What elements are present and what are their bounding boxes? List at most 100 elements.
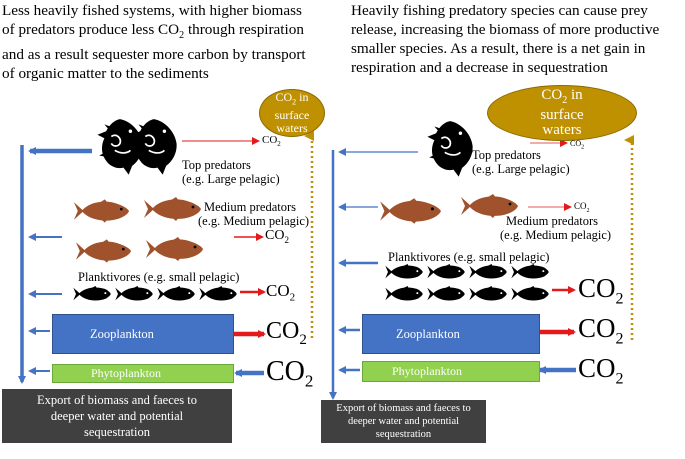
large-pelagic-fish-icon — [426, 120, 474, 178]
co2-subscript: 2 — [299, 331, 307, 348]
co2-subscript: 2 — [586, 207, 590, 214]
large-pelagic-fish-icon — [96, 118, 144, 176]
left-top-predators-label: Top predators (e.g. Large pelagic) — [182, 158, 280, 186]
label-line: Top predators — [182, 158, 251, 172]
export-line: deeper water and potential — [50, 409, 184, 423]
ellipse-text: CO — [275, 90, 293, 105]
small-pelagic-fish-icon — [385, 264, 423, 279]
left-medium-predators-label: Medium predators (e.g. Medium pelagic) — [198, 200, 309, 228]
co2-text: CO — [265, 228, 285, 243]
co2-subscript: 2 — [581, 144, 585, 151]
co2-subscript: 2 — [615, 370, 624, 388]
left-caption-line: of organic matter to the sediments — [2, 65, 209, 83]
small-pelagic-fish-icon — [199, 286, 237, 301]
small-pelagic-fish-icon — [73, 286, 111, 301]
right-co2-surface-waters-ellipse: CO2 in surface waters — [487, 85, 637, 141]
ellipse-text: waters — [276, 120, 308, 135]
co2-text: CO — [574, 201, 587, 211]
co2-subscript: 2 — [284, 234, 289, 245]
left-planktivore-co2-label: CO2 — [266, 281, 295, 303]
ellipse-text: surface — [274, 107, 310, 122]
co2-subscript: 2 — [615, 330, 624, 348]
ellipse-text: surface — [540, 107, 584, 123]
right-planktivore-co2-label: CO2 — [578, 273, 624, 308]
phytoplankton-label: Phytoplankton — [90, 366, 161, 380]
label-line: (e.g. Large pelagic) — [182, 172, 280, 186]
left-zooplankton-co2-label: CO2 — [266, 318, 307, 349]
co2-subscript: 2 — [277, 140, 281, 149]
small-pelagic-fish-icon — [157, 286, 195, 301]
small-pelagic-fish-icon — [469, 286, 507, 301]
export-text: Export of biomass and faeces to deeper w… — [37, 392, 197, 440]
co2-text: CO — [266, 356, 305, 387]
ellipse-label: CO2 in surface waters — [540, 88, 583, 138]
left-planktivores-label: Planktivores (e.g. small pelagic) — [78, 270, 240, 284]
export-line: deeper water and potential — [347, 416, 460, 427]
label-line: Top predators — [472, 148, 541, 162]
zooplankton-label: Zooplankton — [90, 326, 154, 341]
medium-pelagic-fish-icon — [146, 237, 203, 261]
right-phytoplankton-co2-label: CO2 — [578, 353, 624, 388]
left-export-box: Export of biomass and faeces to deeper w… — [2, 389, 232, 443]
medium-pelagic-fish-icon — [144, 197, 201, 221]
right-phytoplankton-box: Phytoplankton — [362, 361, 540, 382]
medium-pelagic-fish-icon — [75, 239, 132, 263]
small-pelagic-fish-icon — [427, 286, 465, 301]
left-caption-line: and as a result sequester more carbon by… — [2, 46, 306, 64]
co2-text: CO — [266, 318, 300, 344]
medium-pelagic-fish-icon — [73, 199, 130, 223]
right-zooplankton-co2-label: CO2 — [578, 313, 624, 348]
medium-pelagic-fish-icon — [380, 198, 441, 224]
large-pelagic-fish-icon — [130, 118, 178, 176]
label-line: (e.g. Medium pelagic) — [198, 214, 310, 228]
zooplankton-label: Zooplankton — [396, 326, 460, 341]
co2-text: CO — [266, 281, 290, 300]
label-line: (e.g. Medium pelagic) — [500, 228, 612, 242]
ellipse-text: CO — [541, 87, 563, 103]
export-text: Export of biomass and faeces to deeper w… — [336, 402, 470, 441]
left-caption-text: through respiration — [184, 21, 304, 38]
ellipse-text: waters — [542, 122, 582, 138]
export-line: Export of biomass and faeces to — [36, 393, 198, 407]
export-line: sequestration — [375, 429, 432, 440]
left-co2-surface-waters-ellipse: CO2 in surface waters — [259, 89, 325, 137]
ellipse-label: CO2 in surface waters — [275, 91, 310, 134]
co2-text: CO — [570, 139, 582, 148]
left-caption: Less heavily fished systems, with higher… — [2, 1, 337, 83]
co2-subscript: 2 — [289, 291, 296, 304]
co2-text: CO — [578, 273, 616, 303]
right-top-predators-label: Top predators (e.g. Large pelagic) — [472, 148, 570, 176]
small-pelagic-fish-icon — [469, 264, 507, 279]
label-line: Medium predators — [204, 200, 296, 214]
right-caption-line: smaller species. As a result, there is a… — [351, 40, 646, 57]
ellipse-text: in — [296, 90, 309, 105]
small-pelagic-fish-icon — [511, 286, 549, 301]
ellipse-text: in — [567, 87, 583, 103]
co2-text: CO — [262, 134, 278, 146]
small-pelagic-fish-icon — [427, 264, 465, 279]
left-phytoplankton-co2-label: CO2 — [266, 356, 313, 392]
left-phytoplankton-box: Phytoplankton — [52, 364, 234, 383]
export-line: sequestration — [84, 425, 150, 439]
left-medium-predator-co2-label: CO2 — [265, 228, 289, 245]
co2-text: CO — [578, 313, 616, 343]
left-caption-line: of predators produce less CO2 through re… — [2, 20, 337, 45]
right-medium-predators-label: Medium predators (e.g. Medium pelagic) — [500, 214, 611, 242]
co2-text: CO — [578, 353, 616, 383]
right-caption: Heavily fishing predatory species can ca… — [351, 1, 683, 77]
left-caption-text: of predators produce less CO — [2, 21, 180, 38]
small-pelagic-fish-icon — [511, 264, 549, 279]
ellipse-subscript: 2 — [292, 97, 297, 107]
right-caption-line: release, increasing the biomass of more … — [351, 21, 660, 38]
label-line: (e.g. Large pelagic) — [472, 162, 570, 176]
small-pelagic-fish-icon — [385, 286, 423, 301]
right-export-box: Export of biomass and faeces to deeper w… — [321, 400, 486, 443]
phytoplankton-label: Phytoplankton — [391, 364, 462, 378]
co2-subscript: 2 — [615, 290, 624, 308]
right-caption-line: respiration and a decrease in sequestrat… — [351, 59, 608, 76]
right-medium-predator-co2-label: CO2 — [574, 201, 590, 214]
left-caption-line: Less heavily fished systems, with higher… — [2, 2, 302, 19]
left-zooplankton-box: Zooplankton — [52, 314, 234, 354]
right-planktivores-label: Planktivores (e.g. small pelagic) — [388, 250, 550, 264]
